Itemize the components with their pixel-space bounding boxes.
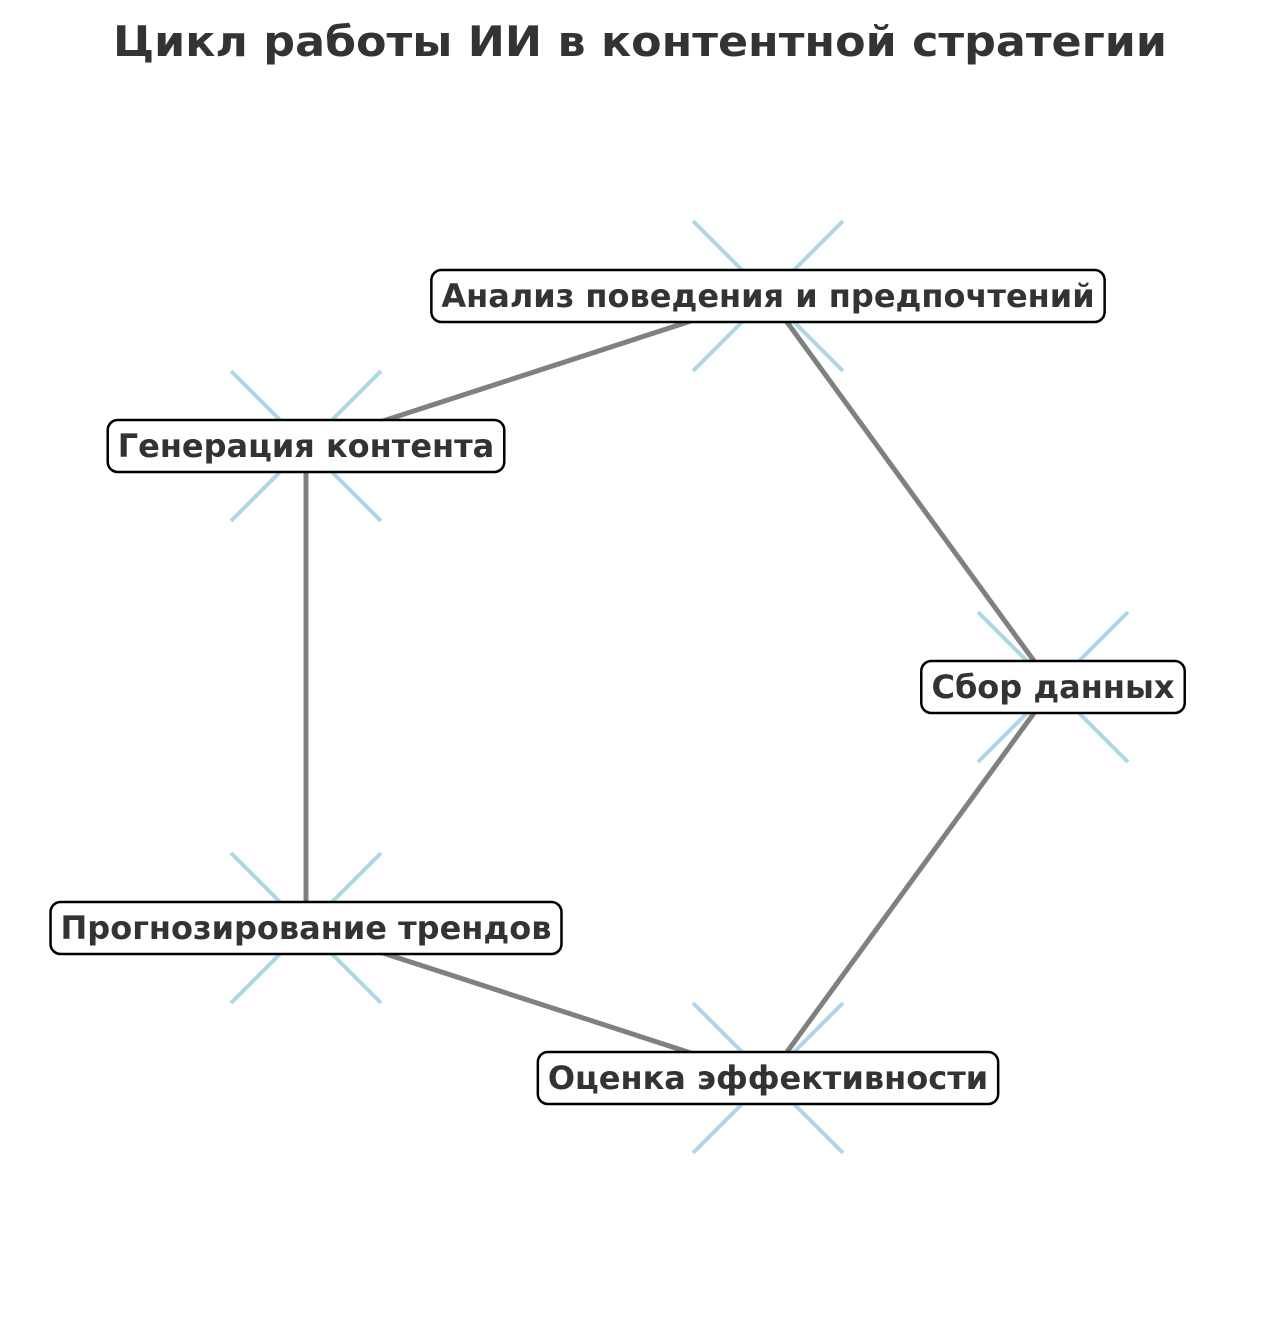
node-label: Анализ поведения и предпочтений <box>441 277 1094 315</box>
node-box <box>106 418 506 474</box>
node-label: Сбор данных <box>931 668 1174 706</box>
node-collection: Сбор данных <box>920 659 1186 715</box>
edge-analysis-collection <box>765 294 1056 689</box>
node-box <box>430 268 1106 324</box>
node-evaluation: Оценка эффективности <box>536 1050 1000 1106</box>
node-analysis: Анализ поведения и предпочтений <box>430 268 1106 324</box>
node-generation: Генерация контента <box>106 418 506 474</box>
diagram-title: Цикл работы ИИ в контентной стратегии <box>113 17 1167 66</box>
node-label: Оценка эффективности <box>548 1059 988 1097</box>
node-label: Генерация контента <box>118 427 495 465</box>
node-forecast: Прогнозирование трендов <box>49 900 563 956</box>
node-label: Прогнозирование трендов <box>61 909 552 947</box>
node-box <box>536 1050 1000 1106</box>
node-box <box>49 900 563 956</box>
node-labels: Анализ поведения и предпочтенийГенерация… <box>49 268 1186 1106</box>
node-box <box>920 659 1186 715</box>
edge-collection-evaluation <box>765 685 1056 1080</box>
